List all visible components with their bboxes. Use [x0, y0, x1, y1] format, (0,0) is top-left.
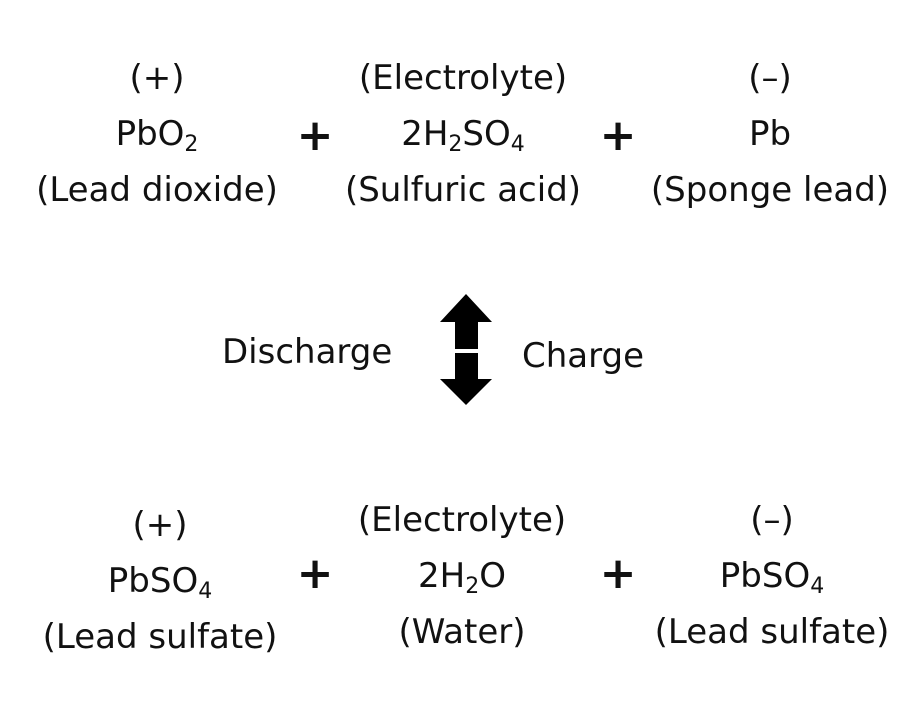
- role: (–): [750, 500, 794, 540]
- name: (Lead sulfate): [654, 612, 890, 652]
- name: (Lead sulfate): [42, 617, 278, 657]
- plus-sign: +: [296, 110, 334, 161]
- plus-sign: +: [296, 548, 334, 599]
- product-water: (Electrolyte) 2H2O (Water): [312, 492, 612, 660]
- product-lead-sulfate-positive: (+) PbSO4 (Lead sulfate): [10, 497, 310, 665]
- role: (+): [129, 58, 185, 98]
- reactant-sulfuric-acid: (Electrolyte) 2H2SO4 (Sulfuric acid): [313, 50, 613, 218]
- charge-label: Charge: [522, 336, 645, 376]
- discharge-label: Discharge: [222, 332, 393, 372]
- role: (+): [132, 505, 188, 545]
- role: (–): [748, 58, 792, 98]
- up-arrow: [440, 294, 492, 349]
- role: (Electrolyte): [357, 500, 567, 540]
- name: (Sulfuric acid): [344, 170, 582, 210]
- formula: PbSO4: [107, 561, 213, 604]
- formula: 2H2SO4: [401, 114, 525, 157]
- plus-sign: +: [599, 548, 637, 599]
- role: (Electrolyte): [358, 58, 568, 98]
- reactant-sponge-lead: (–) Pb (Sponge lead): [620, 50, 915, 218]
- name: (Water): [398, 612, 526, 652]
- formula: PbO2: [115, 114, 199, 157]
- reactant-lead-dioxide: (+) PbO2 (Lead dioxide): [7, 50, 307, 218]
- name: (Lead dioxide): [36, 170, 278, 210]
- down-arrow: [440, 353, 492, 405]
- formula: 2H2O: [418, 556, 506, 599]
- formula: Pb: [748, 114, 792, 154]
- formula: PbSO4: [719, 556, 825, 599]
- product-lead-sulfate-negative: (–) PbSO4 (Lead sulfate): [622, 492, 915, 660]
- name: (Sponge lead): [650, 170, 890, 210]
- plus-sign: +: [599, 110, 637, 161]
